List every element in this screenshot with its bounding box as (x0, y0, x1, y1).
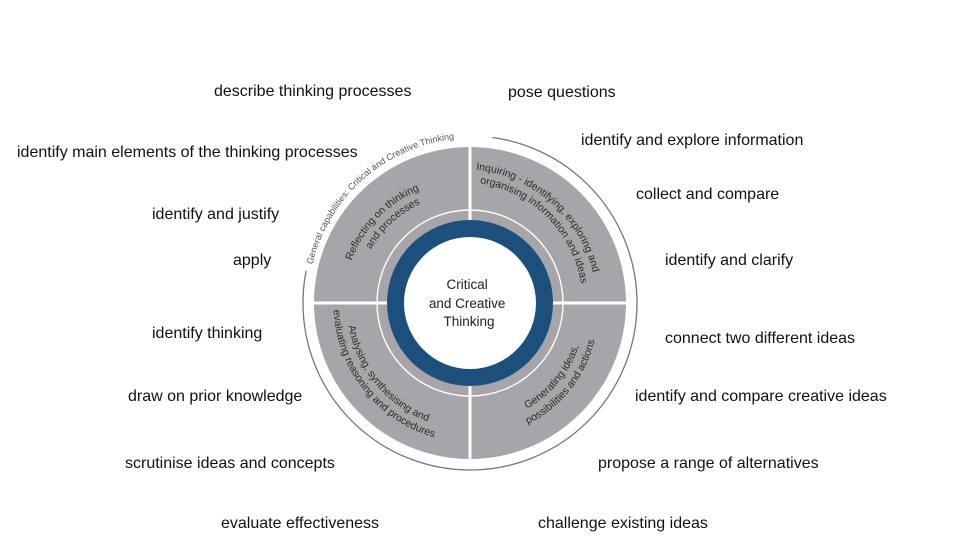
label-apply: apply (233, 252, 272, 269)
label-identify-compare-creative: identify and compare creative ideas (635, 388, 887, 405)
label-propose-alternatives: propose a range of alternatives (598, 455, 819, 472)
label-pose-questions: pose questions (508, 84, 616, 101)
label-draw-on-prior-knowledge: draw on prior knowledge (128, 388, 303, 405)
label-collect-and-compare: collect and compare (636, 186, 780, 203)
label-challenge-existing: challenge existing ideas (538, 515, 708, 532)
label-identify-and-justify: identify and justify (152, 206, 280, 223)
center-title: Critical and Creative Thinking (429, 277, 509, 329)
inner-thin-ring (376, 209, 564, 397)
label-scrutinise-ideas: scrutinise ideas and concepts (125, 455, 335, 472)
label-identify-and-explore: identify and explore information (581, 132, 804, 149)
label-evaluate-effectiveness: evaluate effectiveness (221, 515, 380, 532)
label-connect-two-ideas: connect two different ideas (665, 330, 856, 347)
outer-ring-gap (296, 125, 494, 272)
label-identify-and-clarify: identify and clarify (665, 252, 794, 269)
label-identify-thinking: identify thinking (152, 325, 263, 342)
label-identify-main-elements: identify main elements of the thinking p… (17, 144, 358, 161)
label-describe-thinking-processes: describe thinking processes (214, 83, 412, 100)
center-disc (404, 237, 536, 369)
